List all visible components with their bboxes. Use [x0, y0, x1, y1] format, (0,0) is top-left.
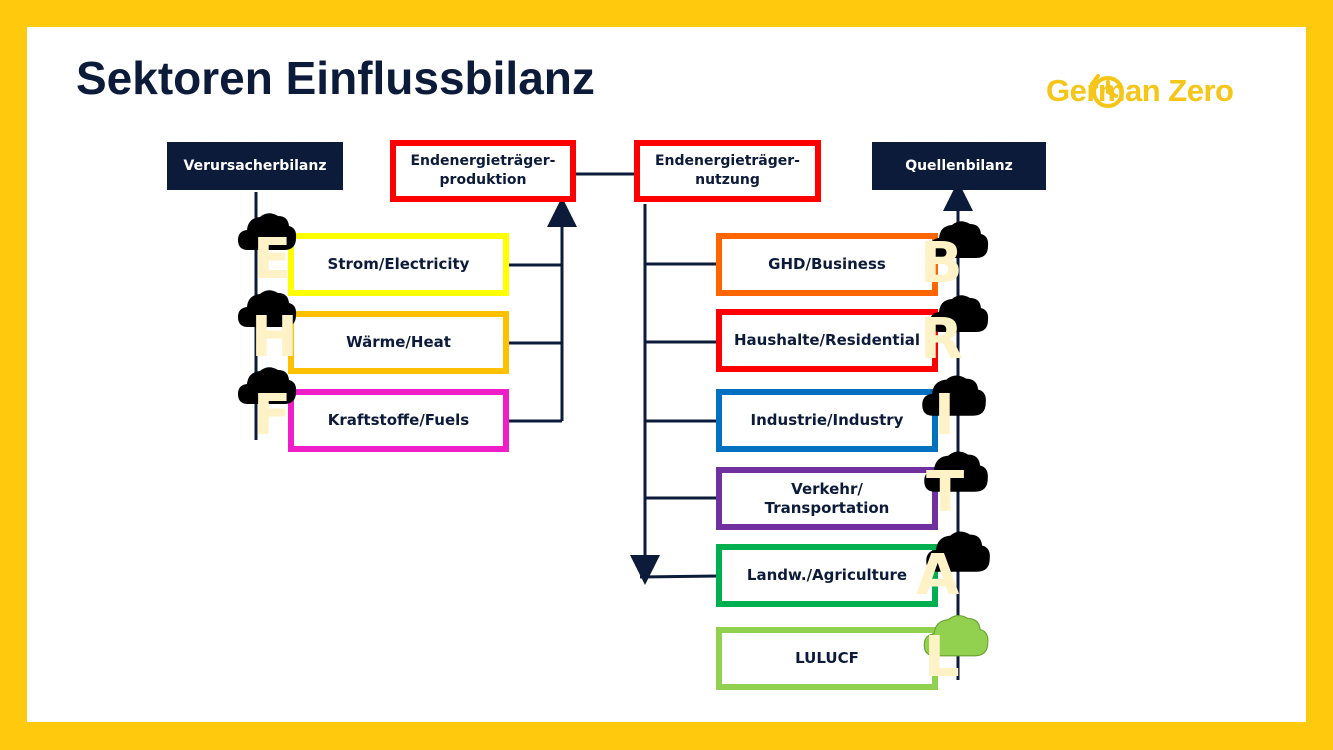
logo-text: German Zero [1046, 73, 1234, 108]
sector-box-lulucf: LULUCF [716, 627, 938, 690]
carrier-label: Wärme/Heat [346, 333, 451, 351]
carrier-label: Kraftstoffe/Fuels [327, 411, 470, 429]
carrier-letter: E [253, 227, 292, 292]
carrier-letter: H [251, 305, 298, 370]
nutzung-box: Endenergieträger- nutzung [634, 140, 821, 202]
sector-box-transportation: Verkehr/ Transportation [716, 467, 938, 530]
cloud-icon [930, 221, 989, 258]
cloud-icon [926, 531, 990, 572]
sector-label: Verkehr/ Transportation [764, 479, 890, 517]
sector-label: Industrie/Industry [750, 411, 904, 429]
cloud-icon [923, 615, 989, 657]
page-title: Sektoren Einflussbilanz [76, 52, 595, 104]
sector-label: GHD/Business [768, 255, 886, 273]
germanzero-logo-icon [1090, 74, 1124, 108]
sector-box-agriculture: Landw./Agriculture [716, 544, 938, 607]
sector-label: Landw./Agriculture [746, 566, 908, 584]
cloud-icon [922, 375, 986, 416]
verursacherbilanz-label: Verursacherbilanz [183, 158, 327, 174]
sector-letter: A [916, 543, 960, 608]
sector-label: Haushalte/Residential [733, 331, 920, 349]
carrier-box-heat: Wärme/Heat [288, 311, 509, 374]
carrier-box-fuels: Kraftstoffe/Fuels [288, 389, 509, 452]
carrier-letter: F [253, 383, 292, 448]
carrier-box-electricity: Strom/Electricity [288, 233, 509, 296]
sector-letter: R [920, 307, 964, 372]
sector-box-residential: Haushalte/Residential [716, 309, 938, 372]
sector-letter: B [920, 231, 963, 296]
sector-letter: T [926, 460, 965, 525]
sector-letter: I [934, 383, 955, 448]
verursacherbilanz-box: Verursacherbilanz [167, 142, 343, 190]
sector-letter: L [924, 625, 960, 690]
sector-box-business: GHD/Business [716, 233, 938, 296]
cloud-icon [924, 451, 988, 492]
produktion-label: Endenergieträger- produktion [410, 153, 556, 188]
nutzung-label: Endenergieträger- nutzung [654, 153, 800, 188]
sector-box-industry: Industrie/Industry [716, 389, 938, 452]
cloud-icon [238, 290, 297, 327]
carrier-label: Strom/Electricity [327, 255, 470, 273]
cloud-icon [238, 367, 297, 404]
quellenbilanz-box: Quellenbilanz [872, 142, 1046, 190]
quellenbilanz-label: Quellenbilanz [905, 158, 1013, 174]
cloud-icon [238, 213, 297, 250]
sector-label: LULUCF [795, 649, 859, 667]
produktion-box: Endenergieträger- produktion [390, 140, 576, 202]
cloud-icon [930, 295, 989, 332]
